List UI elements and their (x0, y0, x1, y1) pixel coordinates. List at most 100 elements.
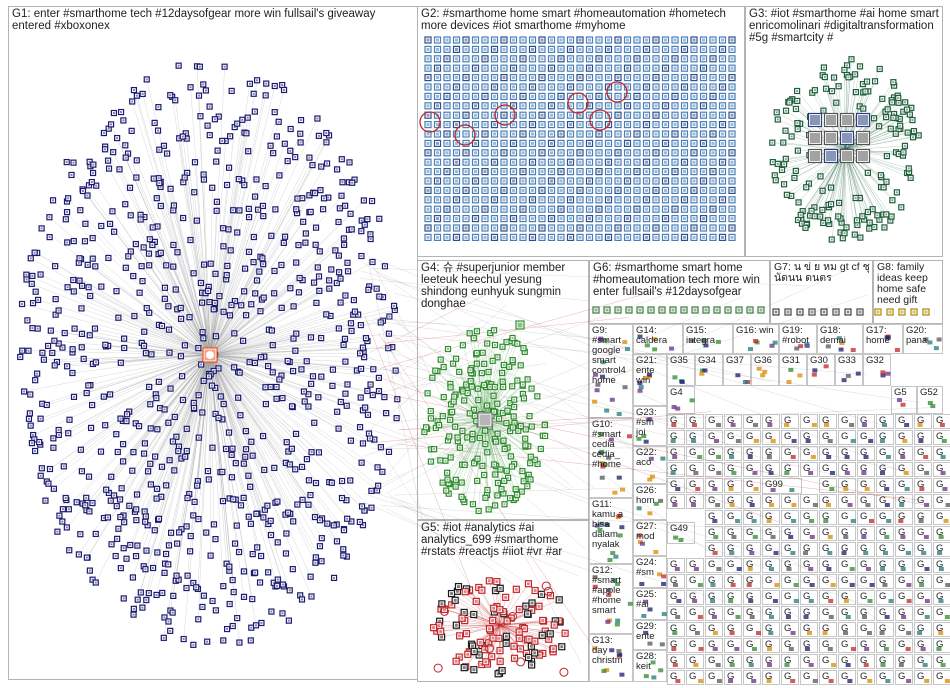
group-cell: G (933, 622, 950, 637)
group-cell: G (838, 638, 856, 653)
group-cell-label: G (917, 591, 925, 602)
group-cell-label: G (917, 607, 925, 618)
group-cell: G (800, 574, 818, 589)
group-cell-label: G (917, 639, 925, 650)
group-cell-label: G (670, 607, 678, 618)
group-cell: G (819, 430, 837, 445)
group-cell-label: G (670, 463, 678, 474)
group-label-g35: G35 (670, 355, 688, 366)
group-cell: G (838, 622, 856, 637)
group-cell: G (686, 446, 704, 461)
group-label-g4x: G4 (670, 387, 683, 398)
group-cell-label: G (879, 415, 887, 426)
group-cell-label: G (879, 543, 887, 554)
group-cell: G (838, 510, 856, 525)
group-cell-label: G (936, 671, 944, 682)
group-label-g25: G25: #ai (636, 589, 657, 610)
group-cell: G (838, 590, 856, 605)
group-cell: G (762, 606, 780, 621)
group-cell-label: G (841, 671, 849, 682)
group-cell: G (914, 574, 932, 589)
group-cell-label: G (898, 511, 906, 522)
group-cell-label: G (841, 639, 849, 650)
group-panel-g3: G3: #iot #smarthome #ai home smart enric… (745, 6, 943, 257)
group-cell: G (819, 414, 837, 429)
group-cell-label: G (860, 591, 868, 602)
group-cell-label: G (936, 447, 944, 458)
group-cell: G (781, 574, 799, 589)
group-cell-label: G (803, 591, 811, 602)
group-cell: G (724, 526, 742, 541)
group-cell: G (724, 558, 742, 573)
group-cell-label: G (803, 671, 811, 682)
group-cell: G (762, 414, 780, 429)
group-cell-label: G (822, 671, 830, 682)
group-cell-label: G (898, 447, 906, 458)
group-cell-label: G (803, 447, 811, 458)
group-panel-g4x: G4 (667, 386, 695, 414)
group-cell: G (762, 638, 780, 653)
group-cell: G (895, 430, 913, 445)
group-cell-label: G (670, 591, 678, 602)
group-cell-label: G (860, 495, 868, 506)
group-cell: G (762, 654, 780, 669)
group-cell: G (876, 462, 894, 477)
group-cell: G (857, 526, 875, 541)
group-label-g11: G11: kamu a bisa dalam nyalak (592, 499, 624, 550)
group-cell: G (781, 526, 799, 541)
group-cell: G (762, 558, 780, 573)
group-cell: G (781, 606, 799, 621)
group-cell-label: G (727, 591, 735, 602)
group-cell-label: G (917, 559, 925, 570)
group-cell: G (838, 526, 856, 541)
group-cell: G (762, 622, 780, 637)
group-cell: G (762, 542, 780, 557)
group-label-g9: G9: #smart google smart control4 home (592, 325, 626, 386)
group-cell: G (838, 654, 856, 669)
group-panel-g13: G13: day christm (589, 634, 633, 682)
group-panel-g35: G35 (667, 354, 695, 386)
group-cell-label: G (784, 463, 792, 474)
group-cell: G (914, 606, 932, 621)
group-cell: G (933, 526, 950, 541)
group-cell: G (686, 462, 704, 477)
group-cell: G (667, 638, 685, 653)
group-label-g20: G20: pana (906, 325, 928, 346)
group-panel-g27: G27: mod (633, 520, 667, 556)
group-cell-label: G (860, 607, 868, 618)
group-cell: G (724, 510, 742, 525)
group-cell-label: G (879, 607, 887, 618)
group-cell-label: G (803, 495, 811, 506)
group-cell: G (857, 430, 875, 445)
group-label-g99: G99 (765, 479, 783, 490)
group-cell: G (857, 542, 875, 557)
group-cell-label: G (746, 511, 754, 522)
group-cell-label: G (936, 527, 944, 538)
group-cell-label: G (917, 543, 925, 554)
group-cell-label: G (936, 559, 944, 570)
group-cell: G (705, 542, 723, 557)
group-cell-label: G (727, 575, 735, 586)
group-panel-g36: G36 (751, 354, 779, 386)
group-panel-g5: G5: #iot #analytics #ai analytics_699 #s… (417, 520, 589, 682)
group-label-g23: G23: #sm joi (636, 407, 657, 438)
group-cell-label: G (917, 655, 925, 666)
group-cell-label: G (689, 639, 697, 650)
group-cell: G (686, 430, 704, 445)
group-cell-label: G (784, 591, 792, 602)
group-cell-label: G (765, 463, 773, 474)
group-cell-label: G (727, 623, 735, 634)
group-cell: G (724, 606, 742, 621)
group-cell: G (705, 670, 723, 685)
group-cell: G (895, 462, 913, 477)
group-cell: G (895, 558, 913, 573)
group-cell-label: G (898, 463, 906, 474)
group-cell: G (781, 622, 799, 637)
group-cell-label: G (936, 591, 944, 602)
group-cell-label: G (670, 623, 678, 634)
group-cell-label: G (765, 655, 773, 666)
group-cell: G (705, 494, 723, 509)
group-cell: G (762, 494, 780, 509)
group-label-g3: G3: #iot #smarthome #ai home smart enric… (749, 8, 939, 44)
group-cell: G (724, 494, 742, 509)
